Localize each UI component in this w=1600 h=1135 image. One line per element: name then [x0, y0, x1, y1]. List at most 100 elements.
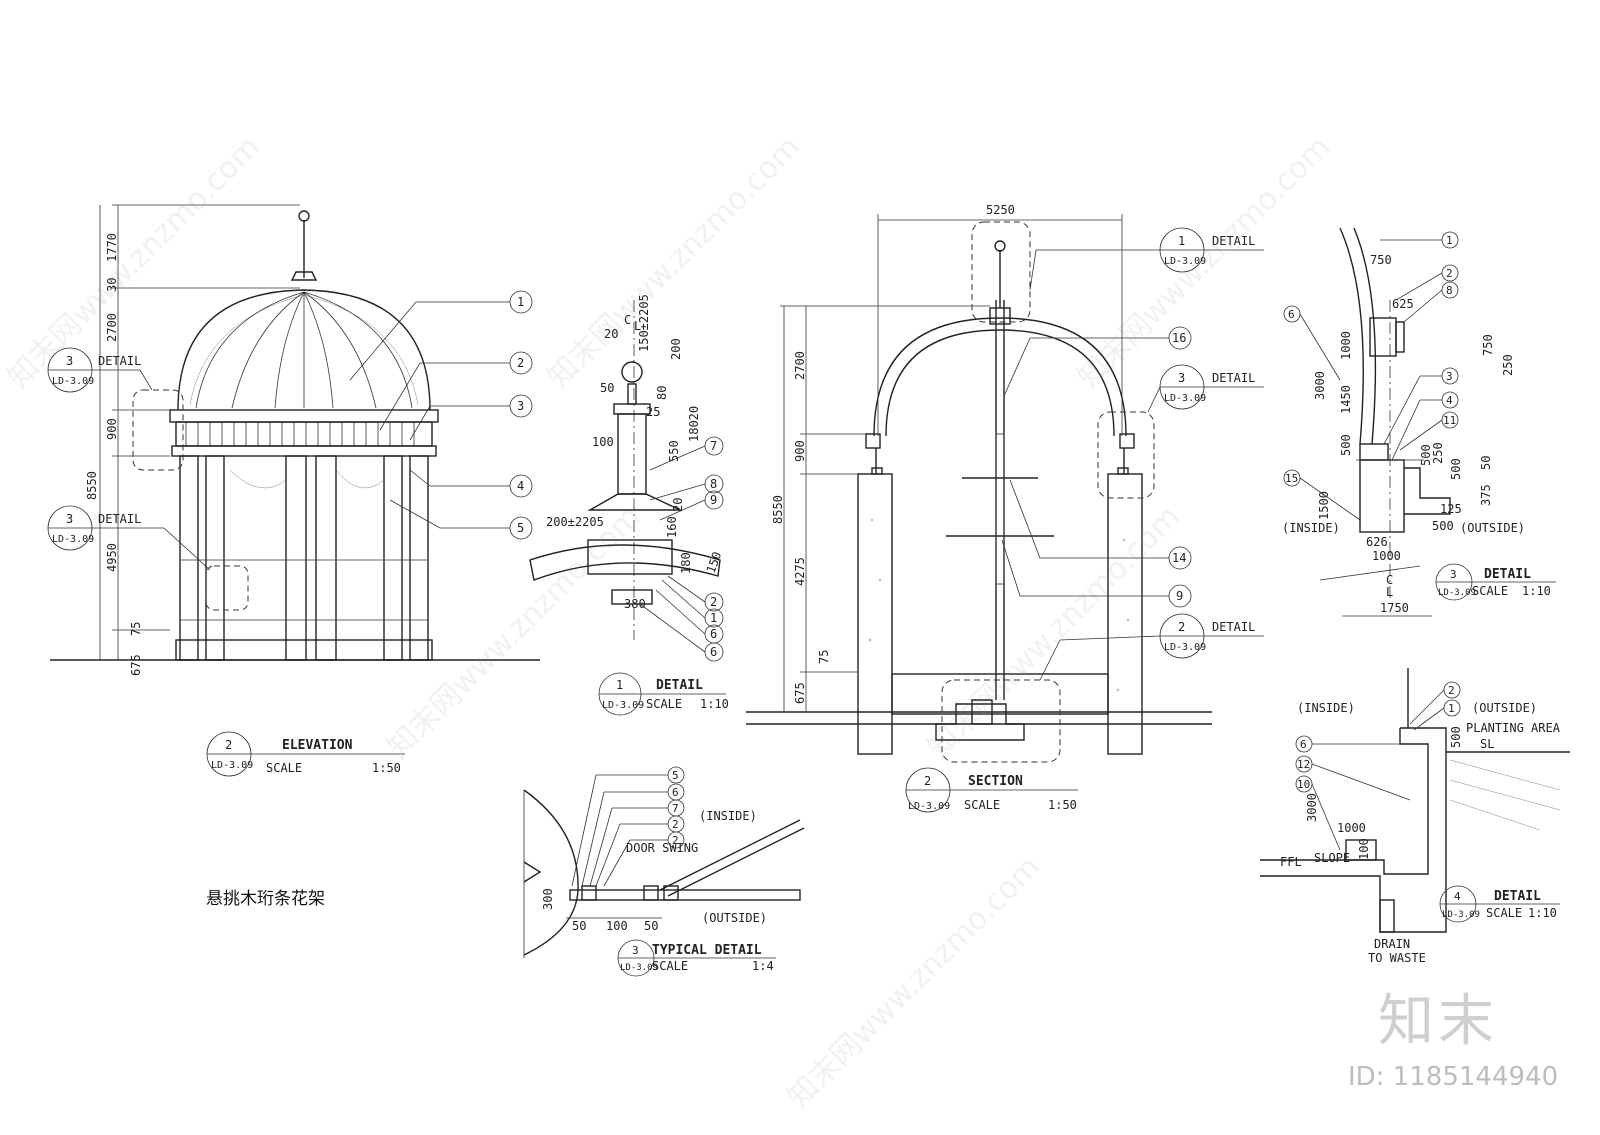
detail3-number: 3 — [1450, 568, 1457, 581]
typical-detail-scale: 1:4 — [752, 959, 774, 973]
d1-c: C — [624, 313, 631, 327]
detail3-ref: LD-3.09 — [1438, 588, 1476, 598]
elev-dim-2700: 2700 — [105, 313, 119, 342]
d3-dim-500c: 500 — [1449, 458, 1463, 480]
d4-sl: SL — [1480, 737, 1494, 751]
td-callout-2a: 2 — [672, 818, 679, 831]
d3-outside: (OUTSIDE) — [1460, 521, 1525, 535]
elev-dim-8550: 8550 — [85, 471, 99, 500]
elev-dim-4950: 4950 — [105, 543, 119, 572]
elev-dim-30: 30 — [105, 278, 119, 292]
brand-logo: 知末 — [1378, 989, 1498, 1054]
section-ref: LD-3.09 — [908, 801, 950, 812]
sec-dim-8550: 8550 — [771, 495, 785, 524]
d4-ffl: FFL — [1280, 855, 1302, 869]
td-dim-50a: 50 — [572, 919, 586, 933]
d3-dim-250b: 250 — [1431, 442, 1445, 464]
d1-callout-7: 7 — [710, 439, 717, 453]
d3-callout-15: 15 — [1285, 472, 1298, 485]
d1-callout-1: 1 — [710, 611, 717, 625]
d1-dim-550: 550 — [667, 440, 681, 462]
sec-callout-16: 16 — [1172, 331, 1186, 345]
elevation-number: 2 — [225, 738, 232, 752]
td-dim-50b: 50 — [644, 919, 658, 933]
sec-dim-4275: 4275 — [793, 557, 807, 586]
sec-tag2-ref: LD-3.09 — [1164, 642, 1206, 653]
sec-tag1-ref: LD-3.09 — [1164, 256, 1206, 267]
elev-detail-tag2-label: DETAIL — [98, 512, 141, 526]
td-callout-5: 5 — [672, 769, 679, 782]
d3-inside: (INSIDE) — [1282, 521, 1340, 535]
d1-callout-8: 8 — [710, 477, 717, 491]
d1-dim-20: 20 — [604, 327, 618, 341]
d1-callout-6b: 6 — [710, 645, 717, 659]
detail1-number: 1 — [616, 678, 623, 692]
d1-dim-150: 150±2205 — [637, 294, 651, 352]
d1-dim-25: 25 — [646, 405, 660, 419]
d3-dim-1000b: 1000 — [1372, 549, 1401, 563]
brand-id: ID: 1185144940 — [1348, 1062, 1559, 1092]
section-scale: 1:50 — [1048, 798, 1077, 812]
typical-detail-number: 3 — [632, 944, 639, 957]
d1-callout-9: 9 — [710, 493, 717, 507]
td-callout-2b: 2 — [672, 834, 679, 847]
d1-dim-160: 160 — [665, 516, 679, 538]
d1-dim-200: 200 — [669, 338, 683, 360]
d4-dim-500: 500 — [1449, 726, 1463, 748]
elevation-ref: LD-3.09 — [211, 760, 253, 771]
detail4-number: 4 — [1454, 890, 1461, 903]
detail1-title: DETAIL — [656, 678, 703, 693]
d1-dim-150b: 150 — [704, 550, 725, 575]
elev-dim-675: 675 — [129, 654, 143, 676]
detail1-scale-label: SCALE — [646, 697, 682, 711]
d1-callout-6a: 6 — [710, 627, 717, 641]
elevation-scale: 1:50 — [372, 761, 401, 775]
detail3-title: DETAIL — [1484, 567, 1531, 582]
sec-callout-14: 14 — [1172, 551, 1186, 565]
detail4-scale: 1:10 — [1528, 906, 1557, 920]
d3-dim-500d: 500 — [1432, 519, 1454, 533]
sec-tag3-num: 3 — [1178, 371, 1185, 385]
detail3-scale: 1:10 — [1522, 584, 1551, 598]
d4-drain-2: TO WASTE — [1368, 951, 1426, 965]
d1-l: L — [634, 319, 641, 333]
sec-tag1-label: DETAIL — [1212, 234, 1255, 248]
elev-callout-4: 4 — [517, 479, 524, 493]
d3-dim-1750: 1750 — [1380, 601, 1409, 615]
elev-dim-75: 75 — [129, 622, 143, 636]
d3-callout-1: 1 — [1446, 234, 1453, 247]
elev-detail-tag2-num: 3 — [66, 512, 73, 526]
elev-callout-1: 1 — [517, 295, 524, 309]
d3-dim-3000: 3000 — [1313, 371, 1327, 400]
detail1-scale: 1:10 — [700, 697, 729, 711]
d3-dim-375: 375 — [1479, 484, 1493, 506]
sec-tag3-label: DETAIL — [1212, 371, 1255, 385]
d4-dim-100: 100 — [1357, 838, 1371, 860]
d4-inside: (INSIDE) — [1297, 701, 1355, 715]
detail4-ref: LD-3.09 — [1442, 910, 1480, 920]
d1-dim-380: 380 — [624, 597, 646, 611]
section-number: 2 — [924, 774, 931, 788]
d3-callout-4: 4 — [1446, 394, 1453, 407]
detail3-scale-label: SCALE — [1472, 584, 1508, 598]
d4-callout-1: 1 — [1448, 702, 1455, 715]
d3-callout-3: 3 — [1446, 370, 1453, 383]
d4-callout-6: 6 — [1300, 738, 1307, 751]
d3-dim-250: 250 — [1501, 354, 1515, 376]
d3-dim-500b: 500 — [1419, 444, 1433, 466]
d4-slope: SLOPE — [1314, 851, 1350, 865]
td-inside: (INSIDE) — [699, 809, 757, 823]
section-scale-label: SCALE — [964, 798, 1000, 812]
d4-dim-1000: 1000 — [1337, 821, 1366, 835]
elevation-scale-label: SCALE — [266, 761, 302, 775]
d3-callout-6: 6 — [1288, 308, 1295, 321]
drawing-title-cn: 悬挑木珩条花架 — [206, 889, 325, 909]
sec-dim-675: 675 — [793, 682, 807, 704]
watermark-text-6: 知末网www.znzmo.com — [781, 849, 1047, 1115]
typical-detail-title: TYPICAL DETAIL — [652, 943, 762, 958]
sec-tag1-num: 1 — [1178, 234, 1185, 248]
detail-3-view: 750 625 750 250 1000 3000 1450 500 500 2… — [1282, 227, 1556, 617]
d3-dim-1450: 1450 — [1339, 385, 1353, 414]
d1-dim-80: 80 — [655, 386, 669, 400]
